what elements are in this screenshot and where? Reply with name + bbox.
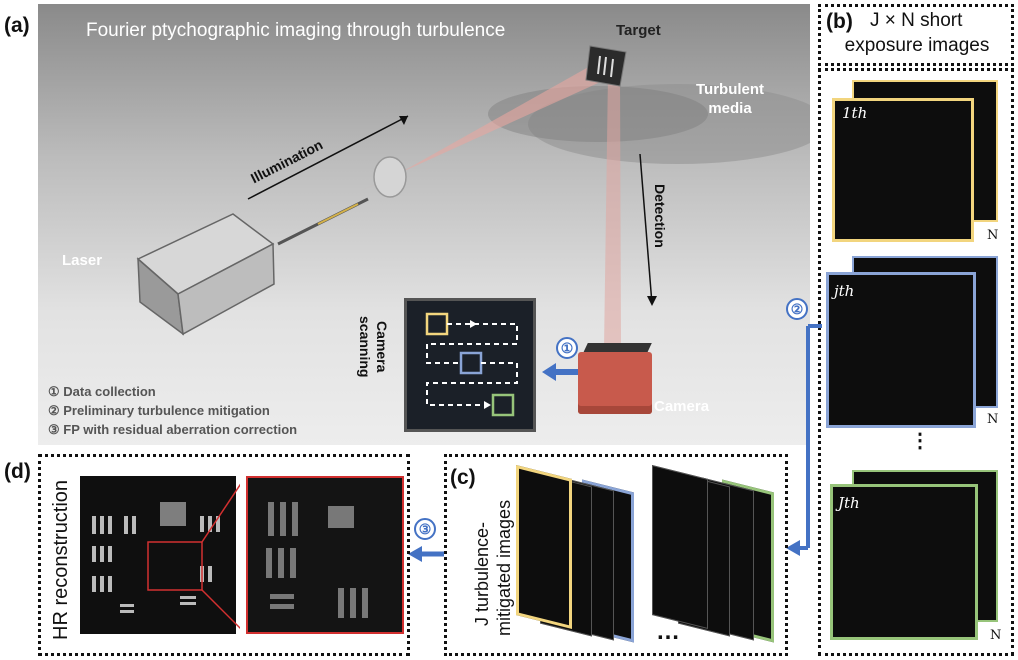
detection-arrow (639, 153, 653, 305)
panel-c-label: (c) (450, 466, 476, 489)
frame-Jth-label: Jth (838, 494, 860, 512)
scan-end-green (491, 393, 515, 417)
lens (373, 156, 407, 198)
detection-label: Detection (652, 184, 668, 248)
turbulence-cloud (528, 84, 810, 164)
mitigated-frame-yellow (516, 465, 572, 629)
step2-connector (786, 324, 822, 556)
zoomed-detail-image (246, 476, 404, 634)
laser-label: Laser (62, 252, 103, 269)
camera-scanning-label: Camera scanning (357, 316, 390, 378)
setup-illustration (136, 45, 810, 381)
scan-path (426, 323, 518, 406)
frame-jth (826, 272, 976, 428)
camera-scanning-diagram (404, 298, 536, 432)
step2-badge: ② (786, 298, 808, 320)
panel-b-header-line2: exposure images (844, 35, 990, 56)
panel-c-box (444, 454, 788, 656)
panel-d-box (38, 454, 410, 656)
n-label-2: N (987, 412, 999, 427)
step3-arrow (408, 546, 444, 562)
scan-mid-blue (459, 351, 483, 375)
panel-c-side-text-1: J turbulence- (472, 521, 492, 626)
panel-b-box (818, 68, 1014, 656)
panel-b-label: (b) (826, 10, 853, 33)
panel-d-label: (d) (4, 460, 31, 483)
step1-badge: ① (556, 337, 578, 359)
zoom-connector (201, 483, 240, 630)
panel-b-header-line1: J × N short (870, 10, 963, 31)
turbulent-media-label: Turbulent media (696, 81, 765, 117)
panel-b-header-box (818, 4, 1014, 66)
illumination-arrow (247, 115, 409, 200)
detection-beam (604, 74, 621, 349)
mitigated-frame (652, 465, 708, 629)
panel-a-label: (a) (4, 14, 30, 37)
n-label-1: N (987, 228, 999, 243)
camera-device (578, 352, 652, 414)
hr-reconstruction-image (80, 476, 236, 634)
legend-item-2: ② Preliminary turbulence mitigation (48, 403, 270, 418)
panel-d-side-text: HR reconstruction (50, 479, 72, 640)
step3-badge: ③ (414, 518, 436, 540)
frame-Jth (830, 484, 978, 640)
scan-start-yellow (425, 312, 449, 336)
legend-item-1: ① Data collection (48, 384, 156, 399)
frame-1th (832, 98, 974, 242)
illumination-beam (358, 56, 618, 192)
frames-ellipsis: ⋮ (910, 430, 930, 452)
panel-c-side-text-2: mitigated images (494, 499, 514, 636)
camera-label: Camera (654, 398, 710, 415)
n-label-3: N (990, 628, 1002, 643)
mitigated-ellipsis: … (656, 618, 680, 645)
zoom-region (147, 541, 203, 591)
frame-1th-label: 1th (842, 104, 868, 122)
frame-jth-label: jth (834, 282, 855, 300)
setup-title: Fourier ptychographic imaging through tu… (86, 20, 506, 41)
legend-item-3: ③ FP with residual aberration correction (48, 422, 298, 437)
target-label: Target (616, 22, 661, 39)
